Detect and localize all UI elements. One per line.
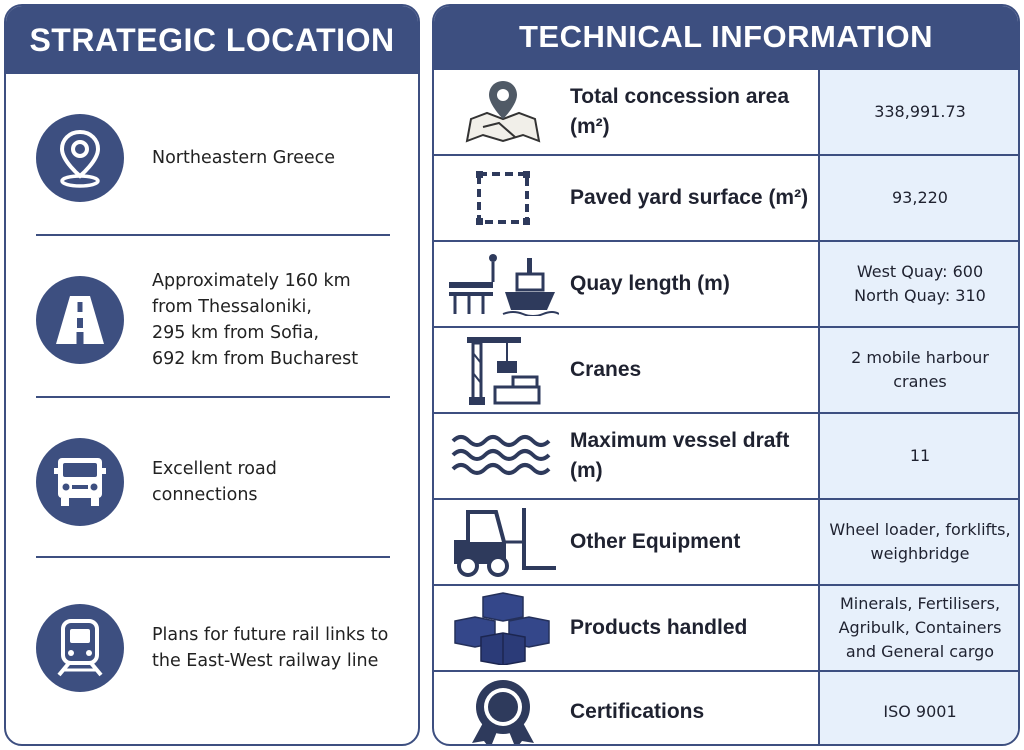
row-label: Other Equipment xyxy=(570,530,741,553)
row-value: West Quay: 600 North Quay: 310 xyxy=(818,242,1018,326)
map-location-icon xyxy=(444,74,562,150)
table-row: Maximum vessel draft (m) 11 xyxy=(434,412,1018,498)
row-label: Certifications xyxy=(570,700,705,723)
train-icon xyxy=(36,604,124,692)
table-row: Products handled Minerals, Fertilisers, … xyxy=(434,584,1018,670)
row-value: 338,991.73 xyxy=(818,70,1018,154)
technical-information-title: TECHNICAL INFORMATION xyxy=(434,6,1018,68)
table-row: Cranes 2 mobile harbour cranes xyxy=(434,326,1018,412)
table-row: Quay length (m) West Quay: 600 North Qua… xyxy=(434,240,1018,326)
row-value: 11 xyxy=(818,414,1018,498)
divider xyxy=(36,556,390,558)
strategic-location-title: STRATEGIC LOCATION xyxy=(6,6,418,74)
table-row: Total concession area (m²) 338,991.73 xyxy=(434,68,1018,154)
table-row: Paved yard surface (m²) 93,220 xyxy=(434,154,1018,240)
crane-icon xyxy=(444,332,562,408)
row-label: Paved yard surface (m²) xyxy=(570,186,809,209)
row-value: Minerals, Fertilisers, Agribulk, Contain… xyxy=(818,586,1018,670)
location-text: Plans for future rail links to the East-… xyxy=(152,625,389,671)
row-value: 2 mobile harbour cranes xyxy=(818,328,1018,412)
truck-icon xyxy=(36,438,124,526)
divider xyxy=(36,396,390,398)
location-text: Excellent road connections xyxy=(152,459,277,505)
waves-icon xyxy=(444,418,562,494)
strategic-location-panel: STRATEGIC LOCATION Northeastern Greece A… xyxy=(4,4,420,746)
row-label: Cranes xyxy=(570,358,642,381)
location-item: Plans for future rail links to the East-… xyxy=(36,604,396,692)
location-item: Northeastern Greece xyxy=(36,114,396,202)
row-label: Total concession area (m²) xyxy=(570,85,790,138)
forklift-icon xyxy=(444,504,562,580)
table-row: Certifications ISO 9001 xyxy=(434,670,1018,744)
location-item: Approximately 160 km from Thessaloniki, … xyxy=(36,268,396,372)
road-icon xyxy=(36,276,124,364)
row-label: Quay length (m) xyxy=(570,272,730,295)
location-item: Excellent road connections xyxy=(36,438,396,526)
row-value: ISO 9001 xyxy=(818,672,1018,744)
dashed-square-icon xyxy=(444,160,562,236)
boxes-icon xyxy=(444,590,562,666)
row-label: Products handled xyxy=(570,616,748,639)
technical-information-panel: TECHNICAL INFORMATION Total concession a… xyxy=(432,4,1020,746)
divider xyxy=(36,234,390,236)
certificate-badge-icon xyxy=(444,676,562,744)
map-pin-icon xyxy=(36,114,124,202)
ship-quay-icon xyxy=(444,246,562,322)
table-row: Other Equipment Wheel loader, forklifts,… xyxy=(434,498,1018,584)
row-label: Maximum vessel draft (m) xyxy=(570,429,790,482)
row-value: 93,220 xyxy=(818,156,1018,240)
location-text: Northeastern Greece xyxy=(152,148,336,168)
row-value: Wheel loader, forklifts, weighbridge xyxy=(818,500,1018,584)
location-text: Approximately 160 km from Thessaloniki, … xyxy=(152,271,359,369)
